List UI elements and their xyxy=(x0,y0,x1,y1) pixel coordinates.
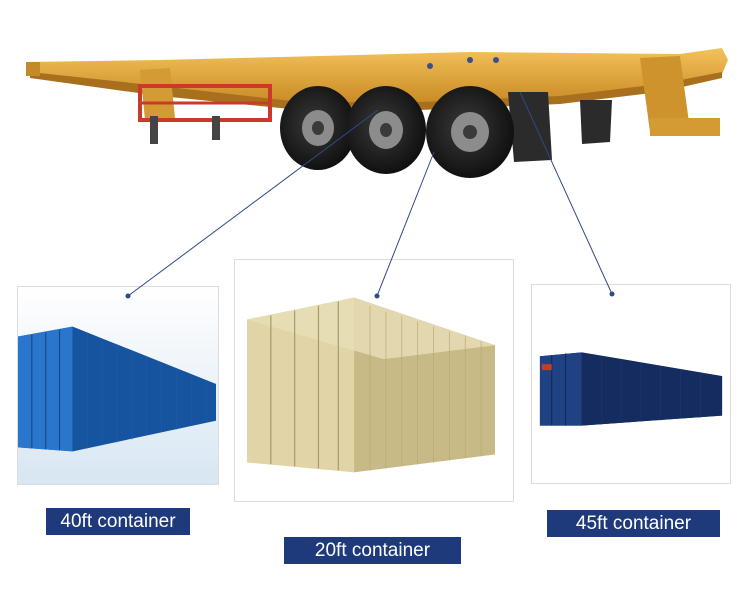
container-40ft-photo xyxy=(17,286,219,485)
container-45ft-photo xyxy=(531,284,731,484)
container-20ft-image xyxy=(235,260,513,501)
container-45ft-image xyxy=(532,285,730,483)
label-45ft-container: 45ft container xyxy=(547,510,720,537)
label-20ft-container: 20ft container xyxy=(284,537,461,564)
container-20ft-photo xyxy=(234,259,514,502)
container-40ft-image xyxy=(18,287,218,484)
label-40ft-container: 40ft container xyxy=(46,508,190,535)
skeletal-trailer-image xyxy=(26,48,728,178)
